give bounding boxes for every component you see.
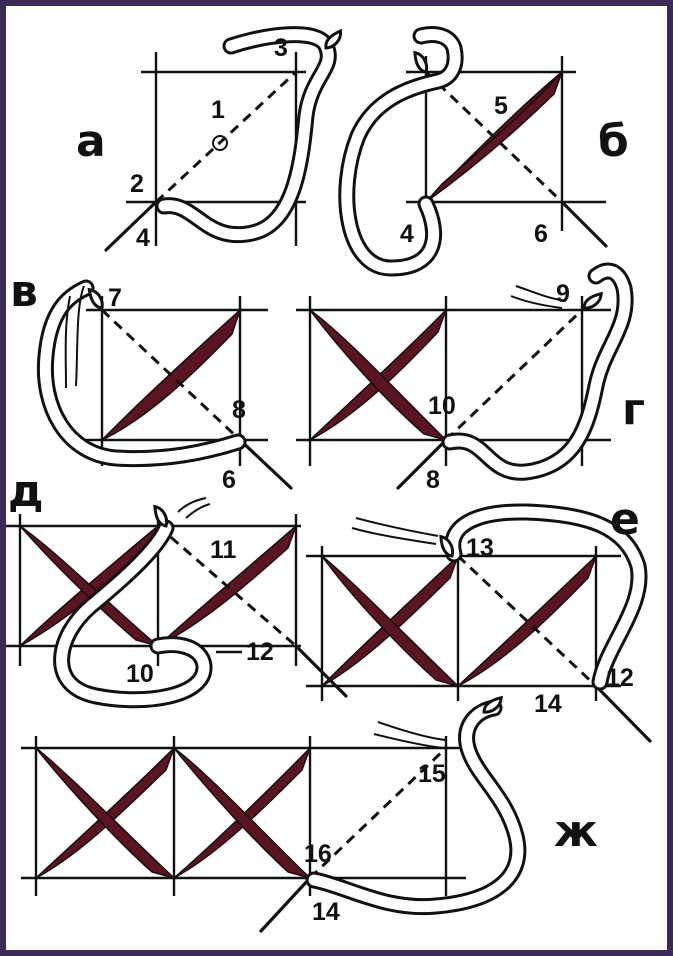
panel-zh: ж 15 16 14 [21, 694, 598, 931]
panel-e-grid [306, 546, 621, 701]
panel-d: д 11 10 12 [6, 466, 346, 700]
panel-a-label-4: 4 [136, 224, 150, 252]
panel-b-label-5: 5 [494, 92, 508, 120]
panel-g-letter: г [622, 384, 645, 435]
panel-b-letter: б [598, 116, 629, 167]
cross-stitch-diagram: а 1 2 3 4 б 5 4 6 [6, 6, 667, 950]
panel-b: б 5 4 6 [347, 35, 629, 269]
panel-v-thread [45, 288, 238, 459]
panel-e-letter: е [610, 494, 640, 545]
panel-b-needle-icon [410, 51, 431, 74]
panel-a-label-3: 3 [274, 34, 288, 62]
panel-e-needle-exit [596, 686, 650, 741]
panel-g-label-9: 9 [556, 280, 570, 308]
panel-a-label-1: 1 [211, 96, 225, 124]
panel-a-letter: а [76, 116, 106, 167]
panel-zh-label-16: 16 [304, 840, 332, 868]
panel-b-label-6: 6 [534, 220, 548, 248]
panel-b-label-4: 4 [400, 220, 414, 248]
panel-v-label-8: 8 [232, 396, 246, 424]
panel-v-label-7: 7 [108, 284, 122, 312]
panel-e-label-14: 14 [534, 690, 562, 718]
panel-v-needle-icon [85, 288, 107, 310]
panel-e-thread-tail [352, 518, 438, 544]
panel-v: в 7 8 6 [10, 266, 291, 494]
panel-d-letter: д [8, 466, 44, 517]
panel-a: а 1 2 3 4 [76, 28, 343, 252]
panel-zh-stitch-4 [174, 748, 310, 878]
panel-d-label-10: 10 [126, 660, 154, 688]
panel-g: г 9 10 8 [296, 271, 645, 494]
panel-v-letter: в [10, 266, 38, 317]
panel-zh-label-14: 14 [312, 898, 340, 926]
panel-zh-letter: ж [554, 806, 598, 857]
panel-v-label-6: 6 [222, 466, 236, 494]
panel-zh-thread-tail [374, 722, 446, 748]
panel-g-dashed-path [446, 310, 582, 440]
panel-e-label-12: 12 [606, 664, 634, 692]
panel-zh-needle-exit [261, 878, 310, 931]
panel-a-dashed-path [156, 72, 296, 202]
panel-g-label-10: 10 [428, 392, 456, 420]
panel-d-label-11: 11 [210, 536, 237, 564]
illustration-frame: а 1 2 3 4 б 5 4 6 [6, 6, 667, 950]
panel-d-thread-tail [178, 498, 210, 518]
panel-b-needle-exit [562, 202, 606, 246]
panel-zh-label-15: 15 [418, 760, 446, 788]
panel-d-label-12: 12 [246, 638, 274, 666]
panel-v-needle-exit [240, 440, 291, 488]
panel-g-label-8: 8 [426, 466, 440, 494]
panel-e: е 13 12 14 [306, 494, 650, 741]
panel-a-label-2: 2 [130, 170, 144, 198]
panel-e-label-13: 13 [466, 534, 494, 562]
